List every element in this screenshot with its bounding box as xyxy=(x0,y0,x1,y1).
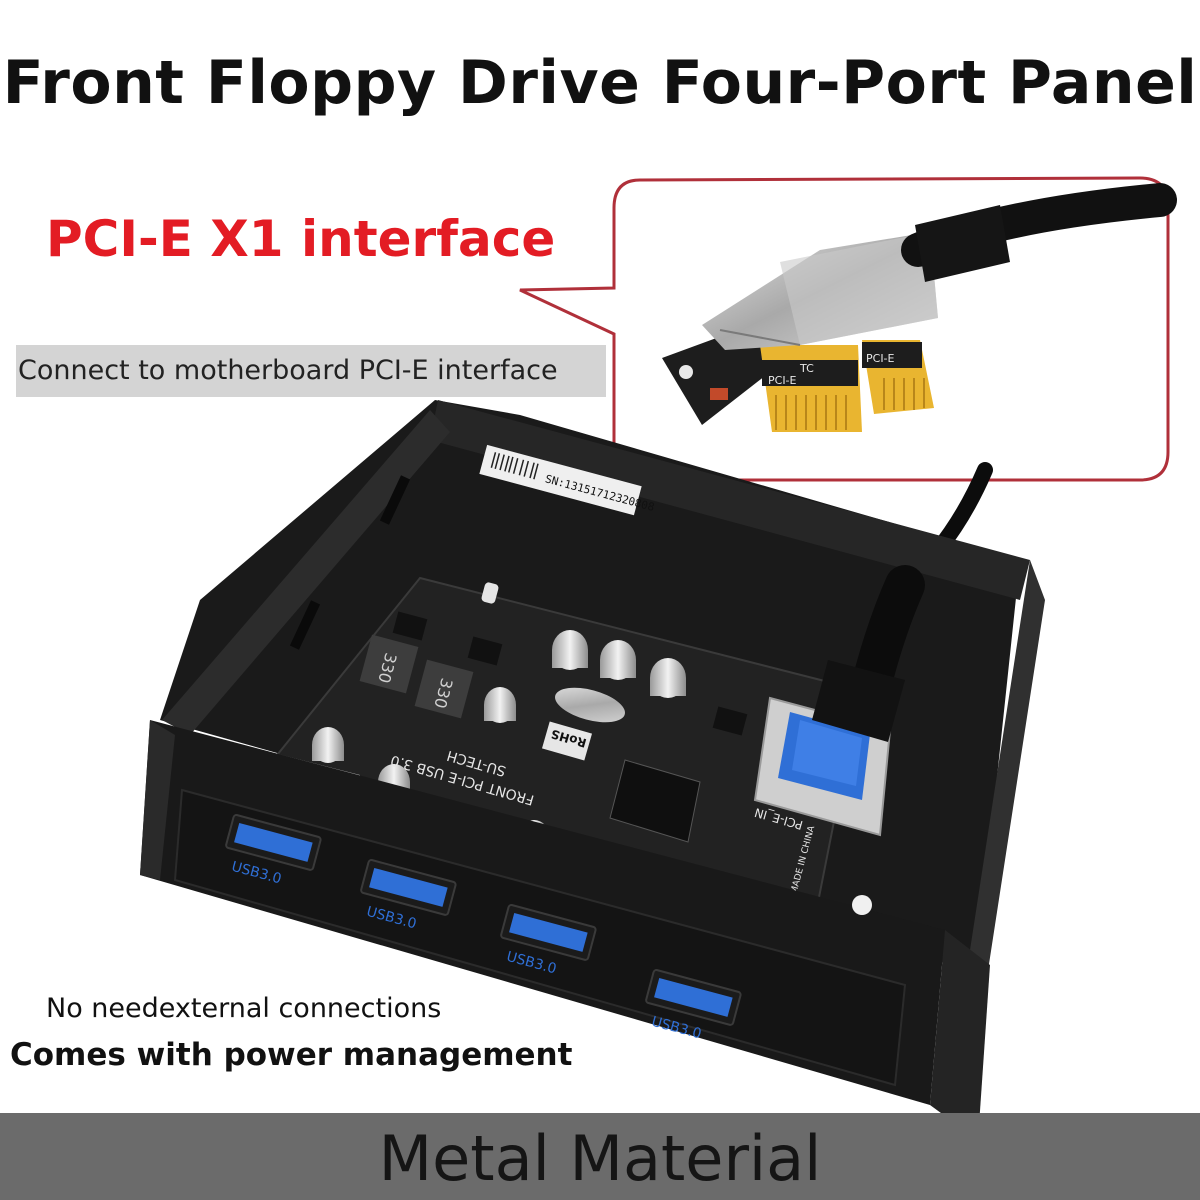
usb-port-icon xyxy=(509,912,588,952)
pcie-interface-heading: PCI-E X1 interface xyxy=(46,210,556,268)
card-label-right: PCI-E xyxy=(866,352,895,365)
card-label-left: PCI-E xyxy=(768,374,797,387)
inductor-2: 330 xyxy=(414,659,474,719)
gold-fingers-right xyxy=(862,340,934,414)
footer-text: Metal Material xyxy=(378,1122,822,1195)
gold-fingers-left xyxy=(760,345,862,432)
pcie-riser-card: PCI-E TC PCI-E xyxy=(662,183,1177,432)
capacitor-icon xyxy=(650,658,686,698)
capacitor-icon xyxy=(600,640,636,680)
chip-icon xyxy=(712,706,748,736)
chip-icon xyxy=(467,636,503,666)
inductor-1: 330 xyxy=(359,634,419,694)
chip-icon xyxy=(392,611,428,641)
usb-controller-chip xyxy=(609,759,701,843)
mount-hole xyxy=(852,895,872,915)
page-title: Front Floppy Drive Four-Port Panel xyxy=(2,48,1198,118)
footer-bar xyxy=(0,1113,1200,1200)
connect-label: Connect to motherboard PCI-E interface xyxy=(16,345,606,397)
capacitor-icon xyxy=(484,687,516,723)
power-management-note: Comes with power management xyxy=(10,1037,573,1073)
crystal-oscillator xyxy=(555,687,625,723)
no-external-note: No needexternal connections xyxy=(46,993,442,1024)
usb-port-icon xyxy=(369,867,448,907)
usb-port-icon xyxy=(234,822,313,862)
capacitor-icon xyxy=(312,727,344,763)
rohs-mark: RoHS xyxy=(541,721,593,761)
usb-port-icon xyxy=(654,977,733,1017)
card-label-mid: TC xyxy=(799,362,814,375)
usb-port-4[interactable]: USB3.0 xyxy=(639,969,742,1049)
capacitor-icon xyxy=(552,630,588,670)
